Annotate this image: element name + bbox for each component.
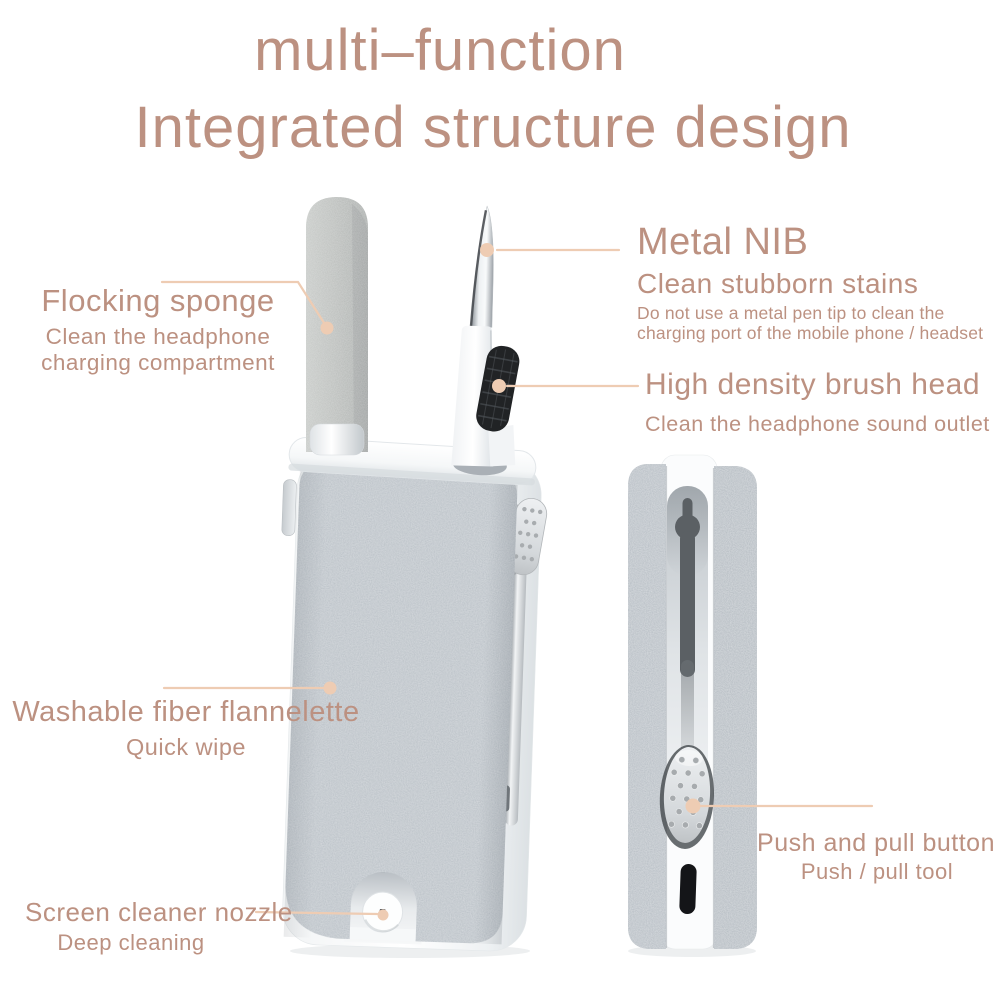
flocking-sponge-description-line2: charging compartment [41, 350, 275, 375]
side-track [675, 498, 700, 677]
callout-dot-flocking-sponge [320, 321, 334, 335]
flocking-sponge-description-line1: Clean the headphone [45, 324, 271, 349]
callout-dot-push-pull [685, 798, 701, 814]
sponge-collar [309, 423, 365, 456]
title-line-2: Integrated structure design [134, 95, 852, 160]
front-left-tab [281, 479, 297, 536]
front-slider-dots [513, 506, 543, 562]
metal-nib-note: Do not use a metal pen tip to clean the … [637, 303, 984, 343]
flannelette-shading [283, 460, 519, 945]
title-line-1: multi–function [254, 18, 626, 83]
metal-nib-subheading: Clean stubborn stains [637, 268, 919, 299]
brush-head-description: Clean the headphone sound outlet [645, 412, 990, 436]
metal-nib-note-line2: charging port of the mobile phone / head… [637, 322, 984, 343]
metal-nib-heading: Metal NIB [637, 221, 809, 263]
flannelette-description: Quick wipe [126, 734, 246, 760]
push-pull-button-dots [668, 756, 706, 830]
flocking-sponge-description: Clean the headphone charging compartment [41, 324, 275, 376]
flocking-sponge-heading: Flocking sponge [41, 283, 275, 318]
side-view-product [628, 454, 757, 957]
callout-dot-metal-nib [480, 243, 494, 257]
flocking-sponge-stick [306, 197, 368, 456]
screen-nozzle-heading: Screen cleaner nozzle [25, 897, 293, 927]
callout-dot-flannelette [323, 681, 337, 695]
flannelette-heading: Washable fiber flannelette [12, 696, 360, 728]
brush-head-heading: High density brush head [645, 368, 981, 401]
pen-body [451, 325, 494, 467]
push-pull-description: Push / pull tool [800, 859, 954, 884]
front-side-groove [504, 563, 527, 826]
flannelette-panel [285, 461, 518, 944]
callout-dot-brush-head [492, 379, 506, 393]
brush-connector [488, 425, 516, 467]
side-bottom-slot [679, 864, 697, 914]
front-body [281, 452, 548, 952]
side-seams [665, 466, 715, 948]
callout-line-flocking-sponge [160, 280, 328, 328]
side-fabric-strip-right [714, 466, 757, 949]
push-pull-heading: Push and pull button [757, 829, 995, 857]
side-fabric-strip-left [628, 464, 666, 949]
callout-line-screen-nozzle [254, 910, 379, 916]
callout-lines [160, 243, 874, 921]
push-pull-button[interactable] [657, 744, 716, 851]
nozzle-arch-sill [345, 927, 420, 942]
metal-nib-note-line1: Do not use a metal pen tip to clean the [637, 303, 945, 323]
front-view-product [281, 197, 548, 958]
metal-nib-edge [469, 209, 488, 327]
screen-nozzle-description: Deep cleaning [57, 930, 205, 955]
callout-dot-screen-nozzle [377, 909, 389, 921]
